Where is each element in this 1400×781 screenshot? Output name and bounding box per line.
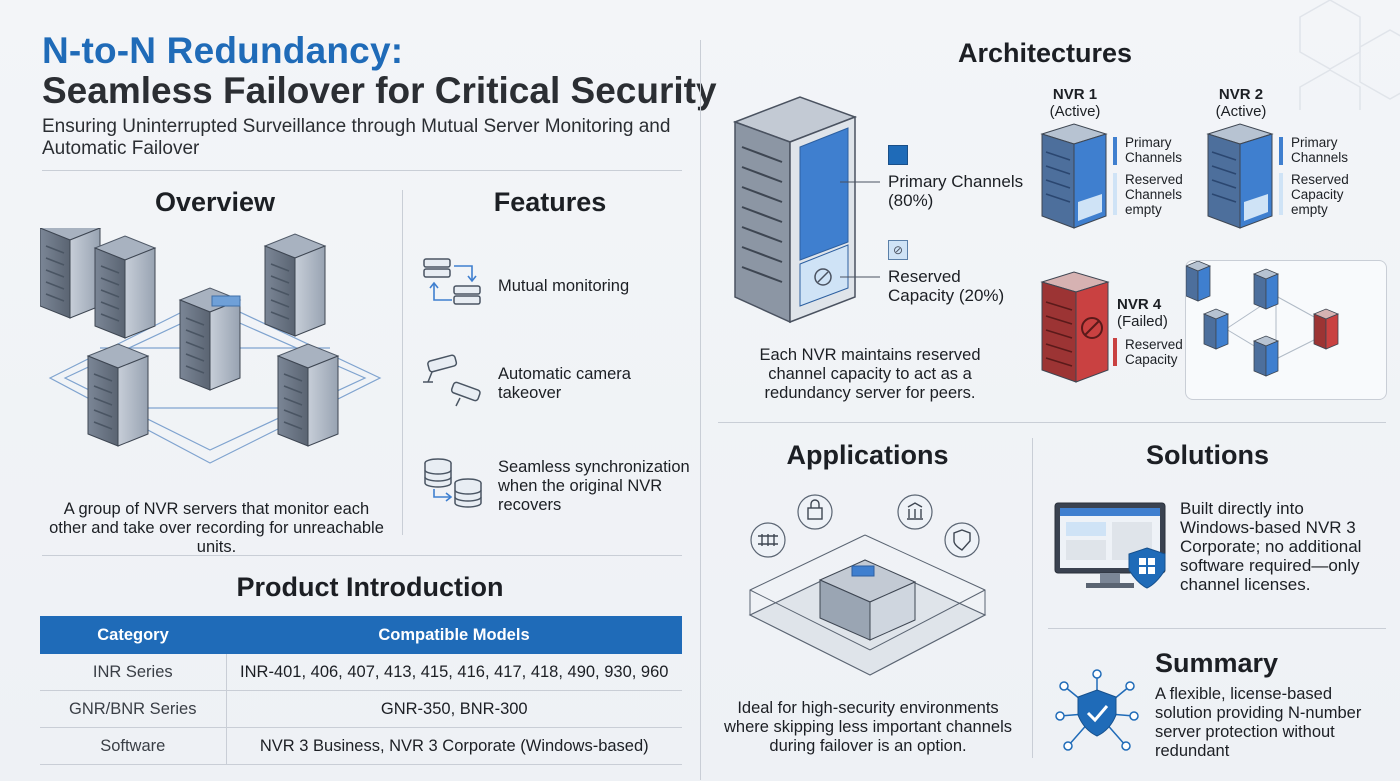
nvr4-failed-server-icon (1040, 271, 1110, 383)
nvr2-label-b: Reserved Capacity empty (1291, 172, 1349, 217)
nvr1-primary-bar (1113, 137, 1117, 165)
solutions-description: Built directly into Windows-based NVR 3 … (1180, 499, 1362, 594)
nvr2-name: NVR 2 (1218, 86, 1264, 103)
table-cell-category: Software (40, 727, 227, 765)
features-title: Features (493, 187, 607, 217)
camera-icon (423, 354, 481, 407)
nvr1-label-a: Primary Channels (1125, 135, 1183, 165)
table-cell-models: INR-401, 406, 407, 413, 415, 416, 417, 4… (226, 654, 682, 691)
page-title-line2: Seamless Failover for Critical Security (42, 70, 717, 111)
summary-description: A flexible, license-based solution provi… (1155, 685, 1362, 760)
nvr4-label: NVR 4 (Failed) (1117, 296, 1177, 330)
architectures-description: Each NVR maintains reserved channel capa… (759, 346, 981, 402)
solutions-summary-divider (1048, 628, 1386, 629)
table-row: GNR/BNR Series GNR-350, BNR-300 (40, 690, 682, 728)
solutions-title: Solutions (1146, 440, 1269, 470)
feature-mutual-monitoring: Mutual monitoring (498, 277, 630, 295)
shield-network-icon (1055, 669, 1139, 751)
table-cell-category: GNR/BNR Series (40, 690, 227, 728)
nvr1-server-icon (1040, 123, 1108, 229)
overview-features-divider (402, 190, 403, 535)
feature-sync: Seamless synchronization when the origin… (498, 458, 690, 514)
product-divider (42, 555, 682, 556)
nvr2-label-a: Primary Channels (1291, 135, 1349, 165)
page-subtitle: Ensuring Uninterrupted Surveillance thro… (42, 116, 671, 159)
hexagon-pattern-icon (1299, 0, 1400, 110)
main-divider (700, 40, 701, 780)
apps-solutions-divider (1032, 438, 1033, 758)
primary-legend-swatch (888, 145, 908, 165)
primary-legend-label: Primary Channels (80%) (888, 172, 1024, 210)
nvr2-server-icon (1206, 123, 1274, 229)
nvr4-name: NVR 4 (1117, 296, 1162, 313)
nvr-capacity-illustration (732, 96, 880, 324)
failover-network-illustration (1184, 260, 1340, 377)
table-cell-category: INR Series (40, 654, 227, 691)
nvr2-status: (Active) (1215, 103, 1267, 120)
secure-facility-illustration (748, 494, 987, 676)
architectures-title: Architectures (957, 38, 1133, 68)
applications-title: Applications (786, 440, 949, 470)
column-header-models: Compatible Models (226, 616, 682, 654)
reserved-legend-label: Reserved Capacity (20%) (888, 267, 1005, 305)
applications-description: Ideal for high-security environments whe… (724, 699, 1012, 755)
table-cell-models: GNR-350, BNR-300 (226, 690, 682, 728)
page-title-line1: N-to-N Redundancy: (42, 30, 404, 71)
arch-divider (718, 422, 1386, 423)
table-header-row: Category Compatible Models (40, 616, 682, 654)
summary-title: Summary (1155, 648, 1279, 678)
table-row: INR Series INR-401, 406, 407, 413, 415, … (40, 654, 682, 691)
nvr1-label: NVR 1 (Active) (1040, 86, 1110, 120)
product-intro-title: Product Introduction (236, 572, 504, 602)
reserved-legend-swatch: ⊘ (888, 240, 908, 260)
table-cell-models: NVR 3 Business, NVR 3 Corporate (Windows… (226, 727, 682, 765)
overview-title: Overview (154, 187, 276, 217)
windows-monitor-icon (1054, 502, 1166, 589)
feature-camera-takeover: Automatic camera takeover (498, 365, 631, 402)
database-sync-icon (424, 458, 482, 508)
nvr1-name: NVR 1 (1052, 86, 1098, 103)
nvr4-label-b: Reserved Capacity (1125, 337, 1183, 367)
server-cluster-illustration (40, 228, 382, 464)
product-table: Category Compatible Models INR Series IN… (40, 616, 682, 765)
header-divider (42, 170, 682, 171)
column-header-category: Category (40, 616, 226, 654)
nvr1-label-b: Reserved Channels empty (1125, 172, 1183, 217)
nvr1-status: (Active) (1049, 103, 1101, 120)
table-row: Software NVR 3 Business, NVR 3 Corporate… (40, 727, 682, 765)
nvr4-status: (Failed) (1117, 313, 1168, 330)
nvr2-primary-bar (1279, 137, 1283, 165)
server-sync-icon (423, 258, 481, 305)
overview-description: A group of NVR servers that monitor each… (49, 500, 384, 556)
nvr2-label: NVR 2 (Active) (1206, 86, 1276, 120)
failover-diagram-panel (1184, 260, 1387, 400)
nvr1-reserved-bar (1113, 173, 1117, 215)
nvr2-reserved-bar (1279, 173, 1283, 215)
nvr4-bar (1113, 338, 1117, 366)
